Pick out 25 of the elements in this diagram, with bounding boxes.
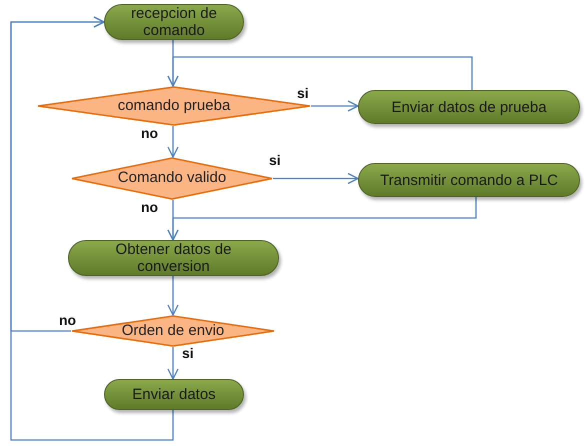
arrow (167, 276, 179, 316)
arrow (167, 347, 179, 380)
process-text: Enviar datos de prueba (391, 98, 547, 116)
edge-label: si (268, 153, 282, 167)
process-text: Transmitir comando a PLC (380, 172, 558, 188)
process-box (358, 90, 580, 124)
arrow (167, 200, 179, 241)
process-text: recepcion de comando (130, 5, 218, 39)
process-text: Enviar datos (132, 386, 216, 403)
arrow (167, 126, 179, 158)
process-text: Obtener datos de conversion (114, 241, 232, 275)
arrow (273, 172, 359, 184)
process-box (68, 240, 279, 276)
process-box (104, 4, 244, 40)
edge-label: si (296, 86, 310, 100)
process-box (104, 379, 244, 410)
decision-text: comando prueba (118, 96, 230, 116)
edge-label: si (181, 346, 195, 360)
decision-text: Orden de envio (122, 320, 224, 341)
arrow (311, 100, 359, 112)
arrow (10, 16, 174, 441)
process-box (358, 163, 580, 197)
decision-diamond (37, 86, 311, 126)
arrow (167, 56, 473, 90)
decision-text: Comando valido (118, 168, 226, 188)
